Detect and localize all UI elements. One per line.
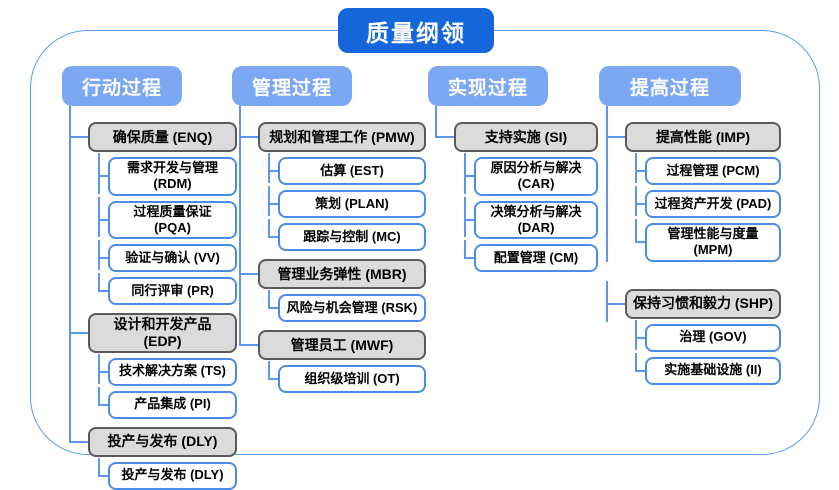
leaf-node: 同行评审 (PR) [98, 273, 237, 305]
process-group: 保持习惯和毅力 (SHP)治理 (GOV)实施基础设施 (II) [606, 280, 781, 385]
process-group: 管理业务弹性 (MBR)风险与机会管理 (RSK) [239, 251, 426, 322]
process-column: 提高过程提高性能 (IMP)过程管理 (PCM)过程资产开发 (PAD)管理性能… [599, 66, 781, 385]
leaf-node: 跟踪与控制 (MC) [268, 219, 426, 251]
leaf-node: 验证与确认 (VV) [98, 240, 237, 272]
group-list: 提高性能 (IMP)过程管理 (PCM)过程资产开发 (PAD)管理性能与度量 … [606, 106, 781, 385]
leaf-list: 需求开发与管理 (RDM)过程质量保证 (PQA)验证与确认 (VV)同行评审 … [98, 153, 237, 305]
group-list: 支持实施 (SI)原因分析与解决 (CAR)决策分析与解决 (DAR)配置管理 … [435, 106, 598, 272]
leaf-node: 投产与发布 (DLY) [98, 457, 237, 490]
leaf-node: 实施基础设施 (II) [635, 352, 781, 385]
leaf-node: 过程管理 (PCM) [635, 153, 781, 185]
process-column: 行动过程确保质量 (ENQ)需求开发与管理 (RDM)过程质量保证 (PQA)验… [62, 66, 237, 490]
leaf-node: 过程资产开发 (PAD) [635, 186, 781, 218]
diagram-canvas: 质量纲领 行动过程确保质量 (ENQ)需求开发与管理 (RDM)过程质量保证 (… [30, 8, 820, 490]
leaf-list: 投产与发布 (DLY) [98, 457, 237, 490]
leaf-node: 治理 (GOV) [635, 319, 781, 352]
leaf-list: 风险与机会管理 (RSK) [268, 290, 426, 322]
group-node: 确保质量 (ENQ) [69, 122, 237, 152]
process-group: 支持实施 (SI)原因分析与解决 (CAR)决策分析与解决 (DAR)配置管理 … [435, 106, 598, 272]
group-node: 管理业务弹性 (MBR) [239, 259, 426, 289]
group-node: 保持习惯和毅力 (SHP) [606, 288, 781, 319]
leaf-node: 产品集成 (PI) [98, 386, 237, 419]
process-group: 提高性能 (IMP)过程管理 (PCM)过程资产开发 (PAD)管理性能与度量 … [606, 106, 781, 262]
leaf-node: 风险与机会管理 (RSK) [268, 290, 426, 322]
leaf-node: 技术解决方案 (TS) [98, 353, 237, 386]
leaf-node: 过程质量保证 (PQA) [98, 196, 237, 239]
process-group: 确保质量 (ENQ)需求开发与管理 (RDM)过程质量保证 (PQA)验证与确认… [69, 106, 237, 305]
process-group: 设计和开发产品 (EDP)技术解决方案 (TS)产品集成 (PI) [69, 305, 237, 419]
leaf-list: 过程管理 (PCM)过程资产开发 (PAD)管理性能与度量 (MPM) [635, 153, 781, 262]
group-node: 投产与发布 (DLY) [69, 426, 237, 457]
group-node: 提高性能 (IMP) [606, 122, 781, 152]
process-group: 管理员工 (MWF)组织级培训 (OT) [239, 322, 426, 393]
leaf-list: 原因分析与解决 (CAR)决策分析与解决 (DAR)配置管理 (CM) [464, 153, 598, 272]
leaf-node: 组织级培训 (OT) [268, 361, 426, 393]
column-header: 行动过程 [62, 66, 182, 106]
column-header: 实现过程 [428, 66, 548, 106]
group-node: 管理员工 (MWF) [239, 330, 426, 360]
process-group: 规划和管理工作 (PMW)估算 (EST)策划 (PLAN)跟踪与控制 (MC) [239, 106, 426, 251]
column-header: 提高过程 [599, 66, 741, 106]
leaf-list: 技术解决方案 (TS)产品集成 (PI) [98, 353, 237, 419]
leaf-node: 策划 (PLAN) [268, 186, 426, 218]
group-node: 支持实施 (SI) [435, 122, 598, 152]
diagram-title: 质量纲领 [338, 8, 494, 53]
process-group: 投产与发布 (DLY)投产与发布 (DLY) [69, 418, 237, 490]
leaf-node: 决策分析与解决 (DAR) [464, 196, 598, 239]
group-list: 规划和管理工作 (PMW)估算 (EST)策划 (PLAN)跟踪与控制 (MC)… [239, 106, 426, 393]
leaf-list: 组织级培训 (OT) [268, 361, 426, 393]
group-list: 确保质量 (ENQ)需求开发与管理 (RDM)过程质量保证 (PQA)验证与确认… [69, 106, 237, 490]
leaf-node: 估算 (EST) [268, 153, 426, 185]
leaf-node: 原因分析与解决 (CAR) [464, 153, 598, 196]
column-header: 管理过程 [232, 66, 352, 106]
group-node: 设计和开发产品 (EDP) [69, 313, 237, 353]
leaf-node: 配置管理 (CM) [464, 240, 598, 272]
leaf-list: 估算 (EST)策划 (PLAN)跟踪与控制 (MC) [268, 153, 426, 251]
leaf-node: 需求开发与管理 (RDM) [98, 153, 237, 196]
process-column: 管理过程规划和管理工作 (PMW)估算 (EST)策划 (PLAN)跟踪与控制 … [232, 66, 426, 393]
process-column: 实现过程支持实施 (SI)原因分析与解决 (CAR)决策分析与解决 (DAR)配… [428, 66, 598, 272]
leaf-list: 治理 (GOV)实施基础设施 (II) [635, 319, 781, 385]
leaf-node: 管理性能与度量 (MPM) [635, 219, 781, 262]
group-node: 规划和管理工作 (PMW) [239, 122, 426, 152]
